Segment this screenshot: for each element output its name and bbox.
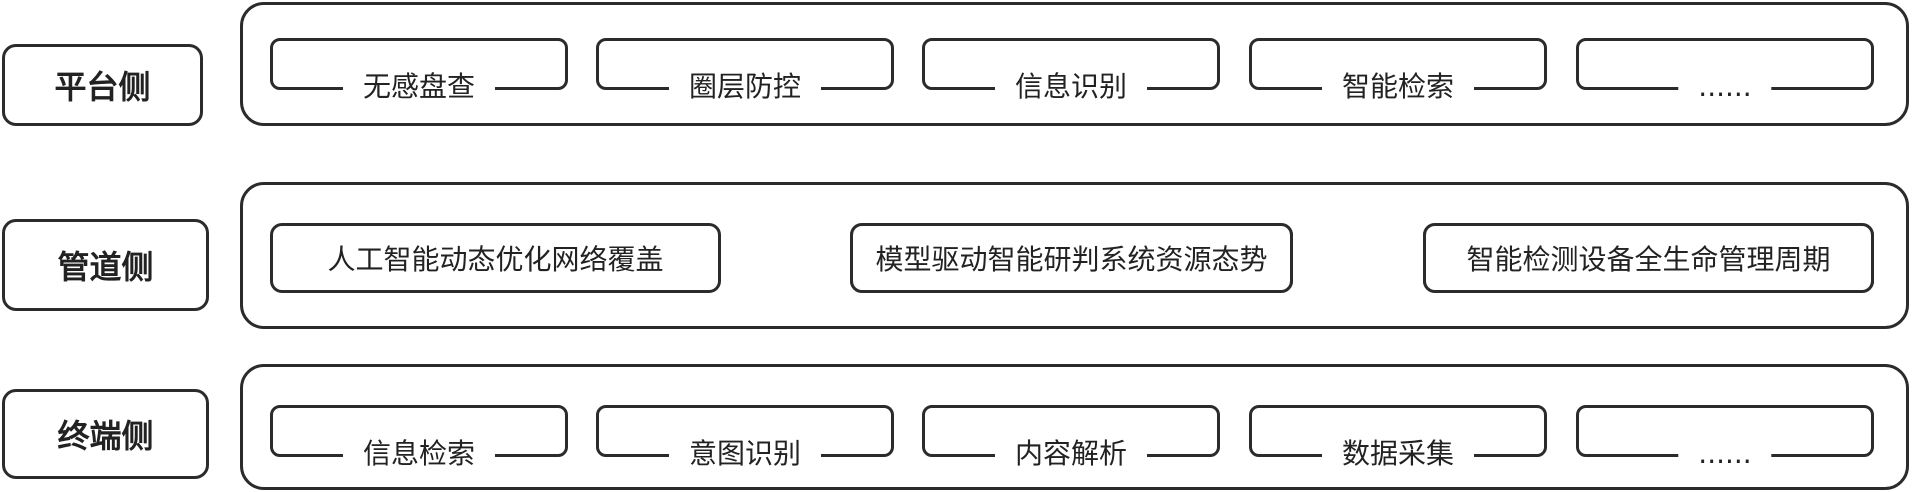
terminal-item-4: ...... <box>1576 405 1874 472</box>
platform-item-2: 信息识别 <box>922 38 1220 105</box>
terminal-item-3: 数据采集 <box>1249 405 1547 472</box>
platform-item-0: 无感盘查 <box>270 38 568 105</box>
terminal-item-label: 信息检索 <box>342 436 496 472</box>
terminal-item-label: 数据采集 <box>1321 436 1475 472</box>
terminal-side-label: 终端侧 <box>2 389 209 479</box>
platform-item-label: ...... <box>1678 69 1772 105</box>
pipeline-item-0: 人工智能动态优化网络覆盖 <box>270 223 721 293</box>
platform-item-label: 无感盘查 <box>342 69 496 105</box>
terminal-item-0: 信息检索 <box>270 405 568 472</box>
pipeline-item-2: 智能检测设备全生命管理周期 <box>1423 223 1874 293</box>
pipeline-side-label: 管道侧 <box>2 219 209 311</box>
pipeline-item-1: 模型驱动智能研判系统资源态势 <box>850 223 1293 293</box>
platform-item-label: 智能检索 <box>1321 69 1475 105</box>
terminal-item-1: 意图识别 <box>596 405 894 472</box>
platform-item-4: ...... <box>1576 38 1874 105</box>
platform-item-1: 圈层防控 <box>596 38 894 105</box>
platform-item-3: 智能检索 <box>1249 38 1547 105</box>
platform-item-label: 圈层防控 <box>668 69 822 105</box>
platform-item-label: 信息识别 <box>994 69 1148 105</box>
terminal-item-label: 内容解析 <box>994 436 1148 472</box>
platform-side-label: 平台侧 <box>2 44 203 126</box>
terminal-item-label: 意图识别 <box>668 436 822 472</box>
terminal-item-2: 内容解析 <box>922 405 1220 472</box>
terminal-item-label: ...... <box>1678 436 1772 472</box>
